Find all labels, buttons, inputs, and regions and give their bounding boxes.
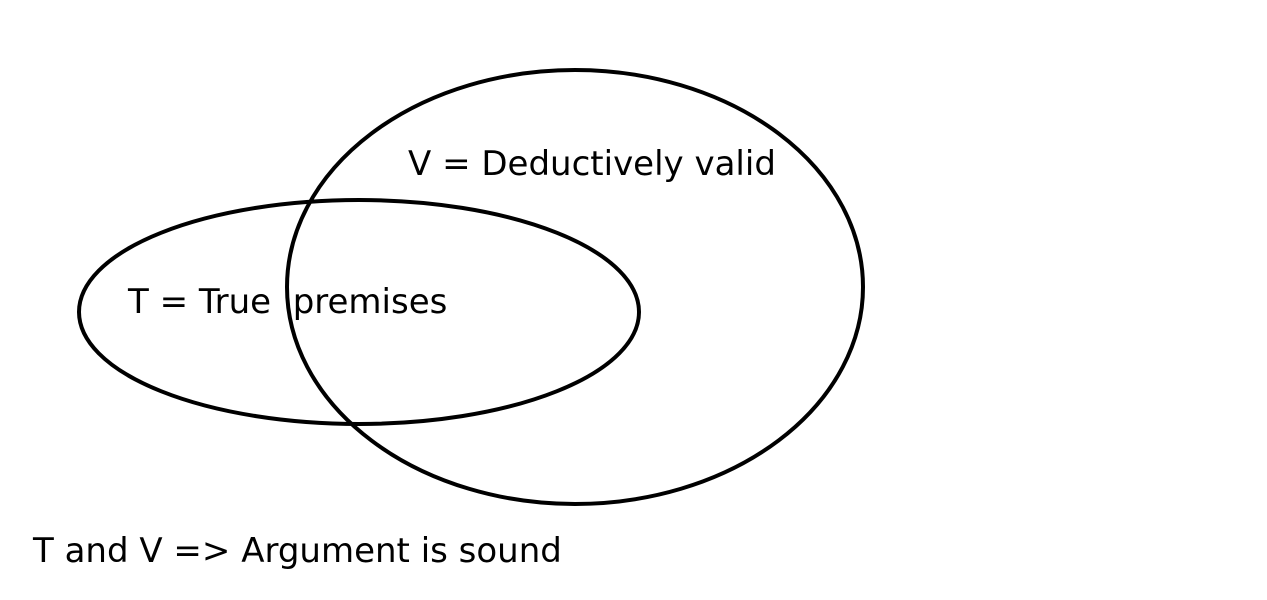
set-v-circle: [285, 68, 865, 506]
set-v-label: V = Deductively valid: [408, 144, 776, 184]
set-t-circle: [77, 198, 641, 426]
set-t-label: T = True premises: [128, 282, 448, 322]
soundness-caption: T and V => Argument is sound: [33, 531, 562, 571]
